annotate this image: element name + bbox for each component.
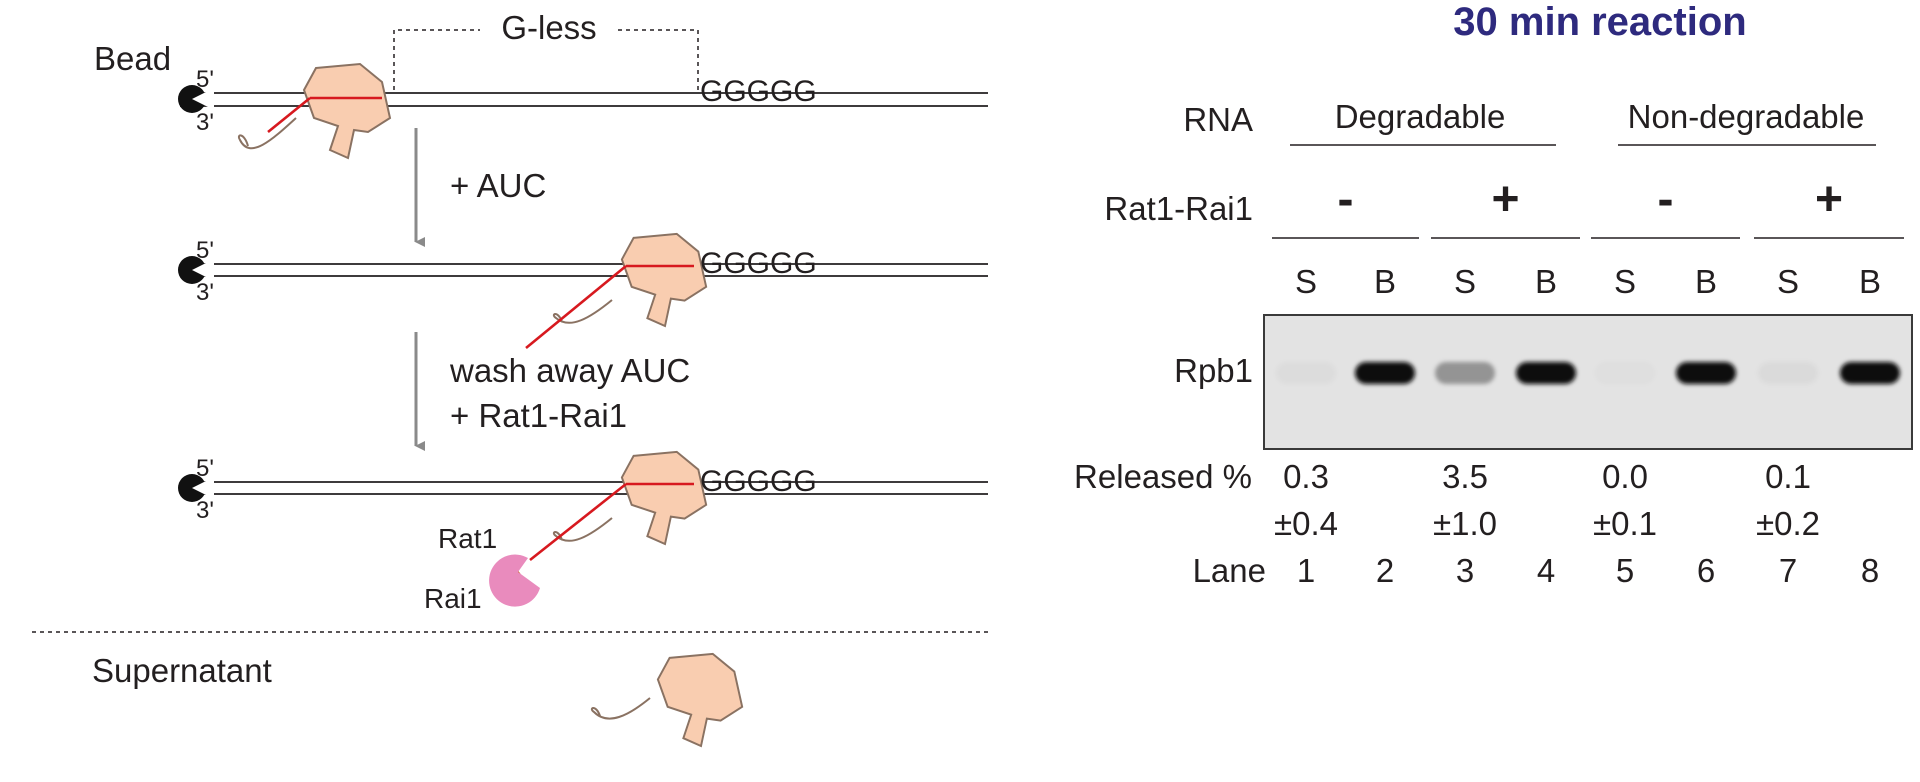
polymerase-icon	[303, 63, 391, 159]
lane-number-5: 5	[1616, 552, 1634, 589]
released-value-3: 0.0	[1602, 458, 1648, 495]
released-value-2: 3.5	[1442, 458, 1488, 495]
fraction-label-lane-8: B	[1859, 263, 1881, 300]
bead-icon	[178, 474, 214, 502]
fraction-label-lane-4: B	[1535, 263, 1557, 300]
strand-5-label: 5'	[196, 237, 214, 264]
released-values-row: 0.3 ±0.4 3.5 ±1.0 0.0 ±0.1 0.1 ±0.2	[1274, 458, 1820, 542]
strand-3-label: 3'	[196, 279, 214, 306]
complex-row-2: 5' 3' GGGGG	[178, 232, 988, 350]
released-value-4: 0.1	[1765, 458, 1811, 495]
fraction-label-lane-1: S	[1295, 263, 1317, 300]
rai1-label: Rai1	[424, 583, 482, 614]
fraction-label-lane-5: S	[1614, 263, 1636, 300]
rpb1-band-lane-5	[1595, 362, 1655, 384]
step-2-label-line2: + Rat1-Rai1	[450, 397, 627, 434]
lane-number-row: 1 2 3 4 5 6 7 8	[1297, 552, 1879, 589]
supernatant-label: Supernatant	[92, 652, 272, 689]
polymerase-icon	[620, 232, 708, 328]
released-error-3: ±0.1	[1593, 505, 1657, 542]
schematic: Bead G-less 5' 3' GGGGG + AUC	[32, 9, 990, 748]
lane-row-label: Lane	[1193, 552, 1266, 589]
band-label: Rpb1	[1174, 352, 1253, 389]
bead-icon	[178, 85, 214, 113]
enzyme-row-label: Rat1-Rai1	[1104, 190, 1253, 227]
lane-number-8: 8	[1861, 552, 1879, 589]
rna-transcript-exit	[529, 482, 627, 562]
rna-tail	[552, 517, 613, 542]
fraction-label-lane-2: B	[1374, 263, 1396, 300]
panel-title: 30 min reaction	[1453, 0, 1746, 44]
released-polymerase	[590, 652, 744, 748]
rna-tail	[238, 117, 297, 150]
rna-group-label-nondegradable: Non-degradable	[1628, 98, 1865, 135]
lane-number-1: 1	[1297, 552, 1315, 589]
gless-label: G-less	[501, 9, 596, 46]
step-2-label-line1: wash away AUC	[449, 352, 690, 389]
rat1-label: Rat1	[438, 523, 497, 554]
rpb1-band-lane-2	[1355, 362, 1415, 384]
bead-icon	[178, 256, 214, 284]
enzyme-state-4: +	[1815, 173, 1843, 226]
complex-row-1: 5' 3' GGGGG	[178, 63, 988, 159]
step-1-label: + AUC	[450, 167, 546, 204]
rpb1-band-lane-6	[1676, 362, 1736, 384]
strand-5-label: 5'	[196, 66, 214, 93]
enzyme-state-row: - + - +	[1272, 173, 1904, 239]
rpb1-band-lane-1	[1276, 362, 1336, 384]
rpb1-band-lane-7	[1758, 362, 1818, 384]
fraction-label-lane-3: S	[1454, 263, 1476, 300]
enzyme-state-1: -	[1338, 173, 1354, 226]
strand-3-label: 3'	[196, 109, 214, 136]
gtrack-label: GGGGG	[700, 465, 817, 498]
lane-number-7: 7	[1779, 552, 1797, 589]
rpb1-band-lane-4	[1516, 362, 1576, 384]
lane-number-6: 6	[1697, 552, 1715, 589]
enzyme-state-2: +	[1491, 173, 1519, 226]
strand-5-label: 5'	[196, 455, 214, 482]
rat1-icon	[489, 554, 540, 607]
rna-tail	[552, 299, 613, 324]
rna-group-label-degradable: Degradable	[1335, 98, 1506, 135]
rpb1-band-lane-3	[1435, 362, 1495, 384]
rna-transcript-exit	[267, 96, 311, 134]
gel-panel: 30 min reaction RNA Degradable Non-degra…	[1074, 0, 1913, 589]
released-error-2: ±1.0	[1433, 505, 1497, 542]
polymerase-icon	[656, 652, 744, 748]
lane-number-3: 3	[1456, 552, 1474, 589]
rna-row-label: RNA	[1183, 101, 1253, 138]
fraction-label-lane-6: B	[1695, 263, 1717, 300]
lane-number-4: 4	[1537, 552, 1555, 589]
bead-label: Bead	[94, 40, 171, 77]
complex-row-3: 5' 3' GGGGG Rat1 Rai1	[178, 450, 988, 614]
released-row-label: Released %	[1074, 458, 1252, 495]
gel-image	[1263, 314, 1913, 450]
enzyme-state-3: -	[1658, 173, 1674, 226]
released-value-1: 0.3	[1283, 458, 1329, 495]
gtrack-label: GGGGG	[700, 247, 817, 280]
gless-bracket: G-less	[393, 9, 699, 90]
released-error-1: ±0.4	[1274, 505, 1338, 542]
polymerase-icon	[620, 450, 708, 546]
rpb1-band-lane-8	[1840, 362, 1900, 384]
gtrack-label: GGGGG	[700, 75, 817, 108]
rna-transcript-exit	[525, 264, 627, 350]
strand-3-label: 3'	[196, 497, 214, 524]
lane-number-2: 2	[1376, 552, 1394, 589]
fraction-label-lane-7: S	[1777, 263, 1799, 300]
released-error-4: ±0.2	[1756, 505, 1820, 542]
